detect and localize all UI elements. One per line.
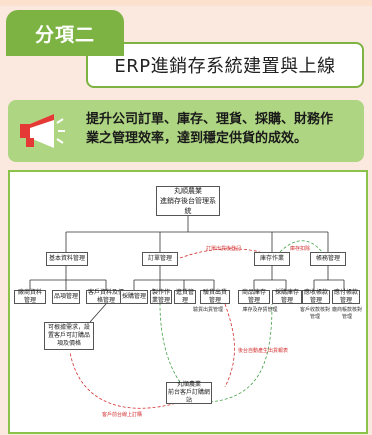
leaf-finance-1: 應收帳款管理 (302, 289, 330, 304)
module-stock: 庫存作業 (254, 252, 290, 266)
module-order: 訂單管理 (142, 252, 178, 266)
caption-stock: 庫存及存貨管理 (242, 307, 278, 313)
notice-banner: 提升公司訂單、庫存、理貨、採購、財務作 業之管理效率，達到穩定供貨的成效。 (8, 100, 364, 162)
caption-finance-2: 廠商帳款核對管理 (331, 307, 362, 320)
leaf-order-3: 進貨管理 (174, 289, 196, 304)
notice-line-2: 業之管理效率，達到穩定供貨的成效。 (86, 131, 308, 146)
leaf-stock-2-label: 採購庫存管理 (274, 289, 299, 304)
leaf-basic-2-label: 品項管理 (54, 293, 79, 300)
top-bar (0, 0, 372, 6)
leaf-order-4: 驗貨出貨管理 (200, 289, 230, 304)
red-label-c: 後台自動產生出貨報表 (238, 348, 289, 354)
leaf-finance-2: 應付帳款管理 (332, 289, 360, 304)
root-node: 丸順農業進銷存後台管理系統 (156, 186, 220, 216)
web-line-2: 前台客戶訂購網站 (168, 389, 211, 404)
leaf-finance-2-label: 應付帳款管理 (334, 289, 359, 304)
leaf-basic-2: 品項管理 (52, 290, 80, 304)
web-line-1: 丸順農業 (176, 381, 201, 388)
module-basic-label: 基本資料管理 (48, 255, 85, 262)
caption-finance-1: 客戶收款核對管理 (299, 307, 330, 320)
caption-order: 驗貨出貨管理 (192, 307, 223, 313)
section-tab-text: 分項二 (34, 23, 95, 46)
section-tab-label: 分項二 (6, 10, 124, 56)
basic-note: 可根據需求，設置客戶可訂購品項及價格 (44, 322, 94, 350)
module-stock-label: 庫存作業 (259, 255, 284, 262)
notice-text: 提升公司訂單、庫存、理貨、採購、財務作 業之管理效率，達到穩定供貨的成效。 (86, 110, 356, 148)
section-title: ERP進銷存系統建置與上線 (86, 42, 364, 88)
module-order-label: 訂單管理 (147, 255, 172, 262)
diagram-connectors (29, 216, 345, 409)
leaf-stock-1: 商品庫存管理 (238, 289, 270, 304)
notice-line-1: 提升公司訂單、庫存、理貨、採購、財務作 (86, 112, 334, 127)
root-line-2: 進銷存後台管理系統 (160, 197, 216, 215)
red-label-a: 訂單出貨後登記 (206, 246, 242, 252)
section-title-text: ERP進銷存系統建置與上線 (114, 56, 336, 77)
red-label-b: 庫存扣除 (290, 246, 311, 252)
leaf-order-2: 製作作業管理 (150, 289, 172, 304)
module-finance-label: 帳務管理 (315, 255, 340, 262)
leaf-order-1-label: 採購管理 (122, 293, 147, 300)
leaf-stock-2: 採購庫存管理 (272, 289, 302, 304)
web-node: 丸順農業前台客戶訂購網站 (166, 381, 212, 404)
red-label-d: 客戶前台線上訂購 (102, 412, 143, 418)
leaf-stock-1-label: 商品庫存管理 (241, 289, 266, 304)
leaf-basic-3-label: 客戶資料及價格管理 (88, 289, 125, 304)
leaf-finance-1-label: 應收帳款管理 (304, 289, 329, 304)
leaf-order-3-label: 進貨管理 (176, 289, 195, 304)
leaf-order-2-label: 製作作業管理 (152, 289, 171, 304)
system-diagram: 丸順農業進銷存後台管理系統 基本資料管理 訂單管理 庫存作業 帳務管理 廠商資料… (8, 170, 368, 434)
module-finance: 帳務管理 (310, 252, 346, 266)
root-line-1: 丸順農業 (174, 187, 202, 195)
leaf-basic-1: 廠商資料管理 (14, 289, 46, 304)
basic-note-text: 可根據需求，設置客戶可訂購品項及價格 (47, 324, 90, 347)
leaf-basic-1-label: 廠商資料管理 (17, 289, 42, 304)
leaf-basic-3: 客戶資料及價格管理 (86, 289, 126, 304)
megaphone-icon (20, 114, 65, 148)
leaf-order-1: 採購管理 (120, 290, 148, 304)
module-basic: 基本資料管理 (46, 252, 88, 266)
leaf-order-4-label: 驗貨出貨管理 (202, 289, 227, 304)
